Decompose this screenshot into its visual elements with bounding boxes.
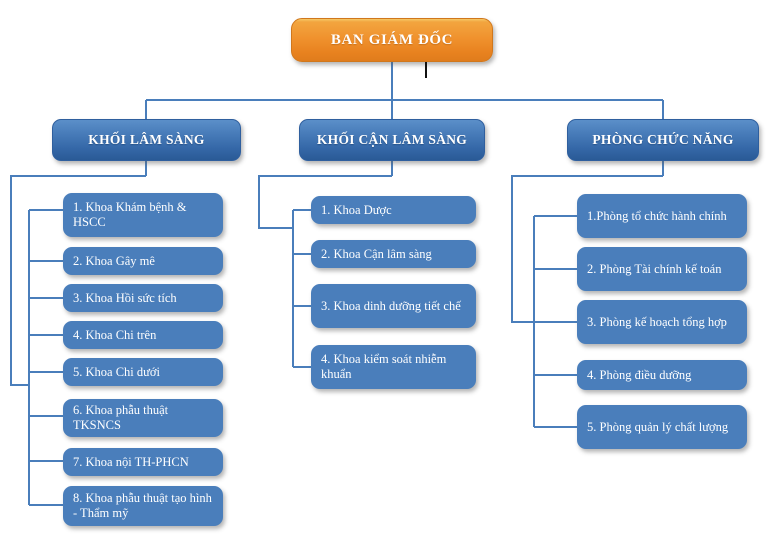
node-label: 2. Khoa Gây mê xyxy=(73,253,155,268)
node-label: 3. Khoa Hồi sức tích xyxy=(73,290,177,305)
connector-group3-outer-rail xyxy=(510,174,663,324)
leaf-khoa-chi-duoi[interactable]: 5. Khoa Chi dưới xyxy=(63,358,223,386)
root-pointer-mark xyxy=(425,62,427,78)
node-label: 3. Phòng kế hoạch tổng hợp xyxy=(587,314,727,329)
node-khoi-lam-sang[interactable]: KHỐI LÂM SÀNG xyxy=(52,119,241,161)
leaf-phong-dieu-duong[interactable]: 4. Phòng điều dưỡng xyxy=(577,360,747,390)
node-label: 4. Phòng điều dưỡng xyxy=(587,367,692,382)
leaf-khoa-dinh-duong-tiet-che[interactable]: 3. Khoa dinh dưỡng tiết chế xyxy=(311,284,476,328)
connector-group2-outer-rail xyxy=(257,174,392,230)
node-label: 6. Khoa phẫu thuật TKSNCS xyxy=(73,403,169,432)
leaf-khoa-phau-thuat-tksncs[interactable]: 6. Khoa phẫu thuật TKSNCS xyxy=(63,399,223,437)
leaf-phong-quan-ly-chat-luong[interactable]: 5. Phòng quản lý chất lượng xyxy=(577,405,747,449)
node-label: 3. Khoa dinh dưỡng tiết chế xyxy=(321,298,461,313)
node-label: 1. Khoa Dược xyxy=(321,202,392,217)
node-khoi-can-lam-sang[interactable]: KHỐI CẬN LÂM SÀNG xyxy=(299,119,485,161)
node-label: 8. Khoa phẫu thuật tạo hình - Thẩm mỹ xyxy=(73,491,212,520)
node-label: 2. Khoa Cận lâm sàng xyxy=(321,246,432,261)
node-label: BAN GIÁM ĐỐC xyxy=(330,31,454,48)
leaf-khoa-hoi-suc-tich[interactable]: 3. Khoa Hồi sức tích xyxy=(63,284,223,312)
node-label: 2. Phòng Tài chính kế toán xyxy=(587,261,722,276)
leaf-khoa-kiem-soat-nhiem-khuan[interactable]: 4. Khoa kiểm soát nhiễm khuẩn xyxy=(311,345,476,389)
node-label: 4. Khoa kiểm soát nhiễm khuẩn xyxy=(321,352,447,381)
leaf-khoa-can-lam-sang[interactable]: 2. Khoa Cận lâm sàng xyxy=(311,240,476,268)
node-label: 1.Phòng tổ chức hành chính xyxy=(587,208,727,223)
node-label: PHÒNG CHỨC NĂNG xyxy=(592,132,734,147)
connector-group1-outer-rail xyxy=(9,174,146,387)
leaf-phong-to-chuc-hanh-chinh[interactable]: 1.Phòng tổ chức hành chính xyxy=(577,194,747,238)
node-label: KHỐI LÂM SÀNG xyxy=(88,132,205,147)
node-label: KHỐI CẬN LÂM SÀNG xyxy=(316,132,468,147)
node-label: 7. Khoa nội TH-PHCN xyxy=(73,454,189,469)
node-label: 5. Phòng quản lý chất lượng xyxy=(587,419,729,434)
leaf-khoa-chi-tren[interactable]: 4. Khoa Chi trên xyxy=(63,321,223,349)
leaf-phong-tai-chinh-ke-toan[interactable]: 2. Phòng Tài chính kế toán xyxy=(577,247,747,291)
node-ban-giam-doc[interactable]: BAN GIÁM ĐỐC xyxy=(291,18,493,62)
leaf-khoa-kham-benh-hscc[interactable]: 1. Khoa Khám bệnh & HSCC xyxy=(63,193,223,237)
node-phong-chuc-nang[interactable]: PHÒNG CHỨC NĂNG xyxy=(567,119,759,161)
leaf-khoa-phau-thuat-tao-hinh[interactable]: 8. Khoa phẫu thuật tạo hình - Thẩm mỹ xyxy=(63,486,223,526)
leaf-khoa-gay-me[interactable]: 2. Khoa Gây mê xyxy=(63,247,223,275)
node-label: 5. Khoa Chi dưới xyxy=(73,364,160,379)
leaf-khoa-noi-th-phcn[interactable]: 7. Khoa nội TH-PHCN xyxy=(63,448,223,476)
leaf-khoa-duoc[interactable]: 1. Khoa Dược xyxy=(311,196,476,224)
node-label: 1. Khoa Khám bệnh & HSCC xyxy=(73,200,187,229)
leaf-phong-ke-hoach-tong-hop[interactable]: 3. Phòng kế hoạch tổng hợp xyxy=(577,300,747,344)
node-label: 4. Khoa Chi trên xyxy=(73,327,157,342)
